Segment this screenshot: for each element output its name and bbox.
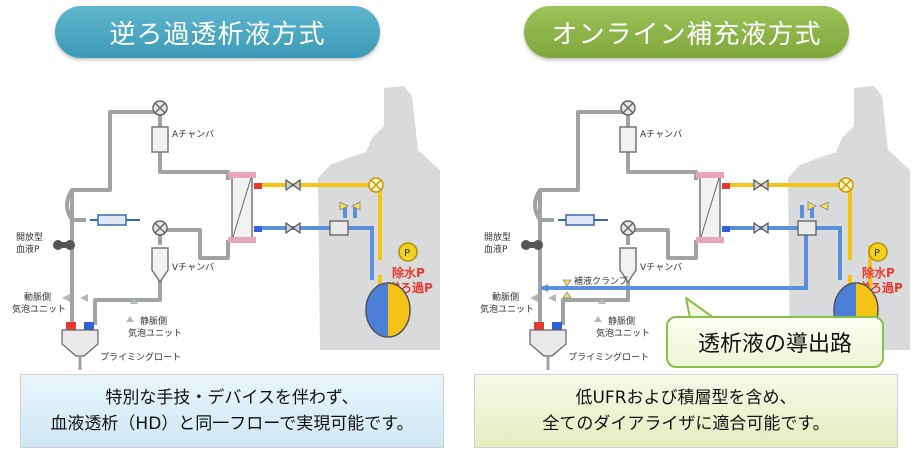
clamp-icon [152, 100, 168, 116]
syringe-icon [558, 214, 608, 226]
uf-pump-label-left: 除水P [392, 265, 425, 280]
a-chamber-label-left: Aチャンバ [172, 129, 214, 140]
caption-left-line1: 特別な手技・デバイスを伴わず、 [105, 388, 359, 408]
callout-pointer [685, 297, 715, 319]
caption-left-line2: 血液透析（HD）と同一フローで実現可能です。 [50, 414, 414, 434]
uf-pump-label-right: 除水P [862, 265, 895, 280]
uf-pump-icon: P [868, 242, 888, 262]
left-circuit: Aチャンバ Vチャンバ [12, 86, 440, 370]
valve-icon [753, 178, 769, 235]
svg-text:P: P [874, 248, 880, 259]
caption-right-line2: 全てのダイアライザに適合可能です。 [542, 414, 830, 434]
arterial-bubble-label2-right: 気泡ユニット [480, 303, 534, 315]
method-title-right: オンライン補充液方式 [524, 6, 849, 58]
a-chamber-right [619, 126, 637, 153]
priming-funnel [529, 322, 567, 370]
svg-text:P: P [404, 248, 410, 259]
priming-funnel-label-right: プライミングロート [568, 351, 649, 363]
syringe-icon [90, 214, 140, 226]
venous-bubble-label2-right: 気泡ユニット [596, 327, 650, 339]
check-valve-icon [807, 201, 829, 211]
open-blood-pump-label-right: 開放型 [484, 231, 511, 243]
open-blood-pump-label-left: 開放型 [16, 231, 43, 243]
caption-right: 低UFRおよび積層型を含め、 全てのダイアライザに適合可能です。 [474, 374, 898, 448]
bubble-unit-icon [530, 294, 606, 322]
clamp-icon [620, 220, 636, 236]
clamp-icon [620, 100, 636, 116]
v-chamber-left [151, 247, 169, 284]
clamp-icon [152, 220, 168, 236]
venous-bubble-label-right: 静脈側 [608, 315, 635, 327]
uf-pump-icon: P [398, 242, 418, 262]
priming-funnel-label-left: プライミングロート [100, 351, 181, 363]
open-blood-pump-label2-left: 血液P [16, 243, 40, 255]
arterial-bubble-label-right: 動脈側 [492, 291, 519, 303]
arterial-bubble-label2-left: 気泡ユニット [12, 303, 66, 315]
pressure-sensor [329, 220, 349, 236]
bubble-unit-icon [62, 294, 138, 322]
a-chamber-left [151, 126, 169, 153]
priming-funnel [61, 322, 99, 370]
v-chamber-label-right: Vチャンバ [640, 262, 682, 273]
v-chamber-label-left: Vチャンバ [172, 262, 214, 273]
valve-x-icon [838, 177, 854, 193]
supply-clamp-icon [562, 279, 572, 299]
valve-x-icon [368, 177, 384, 193]
check-valve-icon [339, 201, 361, 211]
caption-left: 特別な手技・デバイスを伴わず、 血液透析（HD）と同一フローで実現可能です。 [20, 374, 444, 448]
pressure-sensor [797, 220, 817, 236]
venous-bubble-label2-left: 気泡ユニット [128, 327, 182, 339]
blood-pump-icon [53, 240, 75, 250]
a-chamber-label-right: Aチャンバ [640, 129, 682, 140]
method-title-left: 逆ろ過透析液方式 [55, 6, 380, 58]
arterial-bubble-label-left: 動脈側 [24, 291, 51, 303]
supply-clamp-label: 補液クランプ [574, 275, 628, 287]
dialysate-outlet-callout: 透析液の導出路 [666, 316, 884, 368]
caption-right-line1: 低UFRおよび積層型を含め、 [575, 388, 797, 408]
blood-pump-icon [521, 240, 543, 250]
drain-bag [365, 282, 411, 338]
valve-icon [285, 178, 301, 235]
v-chamber-right [619, 247, 637, 284]
venous-bubble-label-left: 静脈側 [140, 315, 167, 327]
open-blood-pump-label2-right: 血液P [484, 243, 508, 255]
right-circuit: Aチャンバ Vチャンバ P [480, 86, 910, 370]
